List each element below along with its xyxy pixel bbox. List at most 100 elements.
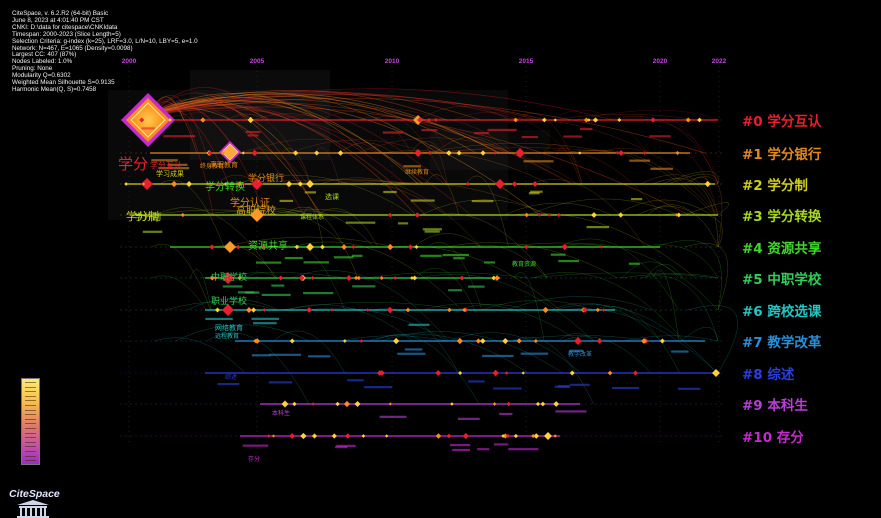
keyword-node [237,275,242,281]
keyword-node [511,181,518,187]
citation-arc [149,97,319,121]
citation-arc [149,103,417,216]
citation-arc [621,261,679,279]
legend-tick [25,446,36,448]
citation-arc [681,326,719,342]
cluster-label: #5 中职学校 [742,272,822,288]
node-label: 职业学校 [211,295,247,307]
keyword-node [569,370,575,376]
keyword-node [306,180,314,188]
minor-label-mark [628,262,640,265]
keyword-node [446,433,452,439]
keyword-node [492,402,497,406]
keyword-node [494,275,500,281]
citation-arc [624,335,718,342]
keyword-node [215,307,220,313]
citation-arc [655,118,718,185]
citation-arc [668,173,719,185]
node-label: 选课 [325,192,339,201]
citation-arc [559,238,679,311]
keyword-node [607,370,613,376]
minor-label-mark [279,199,294,203]
keyword-node [591,212,597,218]
minor-label-mark [508,448,539,451]
citation-arc [319,177,481,248]
keyword-node [330,308,334,312]
summary-line: CiteSpace, v. 6.2.R2 (64-bit) Basic [12,10,109,17]
minor-label-mark [493,387,522,390]
citation-arc [289,139,427,154]
citation-arc [149,99,572,185]
summary-line: Largest CC: 407 (87%) [12,51,77,59]
node-label: 中职学校 [211,271,247,283]
legend-tick [25,405,36,406]
keyword-node [516,338,522,344]
keyword-node [547,213,551,217]
citation-arc [149,104,426,216]
keyword-node [475,338,482,344]
keyword-node [407,244,414,250]
keyword-node [222,304,234,316]
keyword-node [405,307,411,313]
citation-arc [364,272,528,279]
logo-building-icon [17,500,49,518]
minor-label-mark [352,285,376,288]
keyword-node [298,274,305,282]
legend-tick [25,409,36,411]
minor-label-mark [336,444,356,447]
keyword-node [513,433,519,439]
node-label: 学分制 [134,211,161,223]
citation-arc [687,305,738,374]
citation-arc [149,92,368,154]
minor-label-mark [586,225,610,229]
keyword-node [310,275,315,281]
keyword-node [433,118,438,122]
citation-arc [532,272,685,342]
citation-arc [175,324,310,342]
keyword-node [356,275,361,281]
minor-label-mark [457,417,480,420]
keyword-node [351,244,356,250]
minor-label-mark [151,159,178,162]
keyword-node [633,370,638,376]
legend-tick [25,441,36,443]
keyword-node [241,151,245,155]
keyword-node [685,117,691,123]
node-label: 学分 [118,155,148,173]
keyword-node [388,402,393,406]
minor-label-mark [403,165,421,168]
citation-arc [468,244,548,279]
keyword-node [533,338,538,344]
minor-label-mark [247,134,259,137]
citation-arc [149,97,445,185]
keyword-node [289,433,295,439]
minor-label-mark [268,381,293,384]
citation-arc [374,334,480,405]
minor-label-mark [468,285,485,288]
citation-arc [149,88,613,121]
minor-label-mark [528,192,540,195]
citation-arc [359,116,412,154]
minor-label-mark [612,386,640,390]
node-label: 终身教育 [200,162,224,170]
minor-label-mark [397,222,409,225]
keyword-node [180,212,185,218]
citation-arc [158,109,313,121]
citation-arc [375,181,548,216]
keyword-node [251,149,258,157]
citation-arc [198,210,308,216]
keyword-node [335,401,340,407]
keyword-node [505,433,511,439]
citation-arc [149,98,320,216]
node-label: 课程体系 [300,213,324,221]
keyword-node [345,274,352,282]
minor-label-mark [379,415,407,418]
minor-label-mark [303,261,329,264]
keyword-node [414,149,422,157]
keyword-node [278,275,284,281]
keyword-node [617,118,622,122]
citation-arc [401,117,448,154]
citation-arc [683,176,723,248]
citation-arc [639,244,719,279]
citation-arc [516,113,584,185]
